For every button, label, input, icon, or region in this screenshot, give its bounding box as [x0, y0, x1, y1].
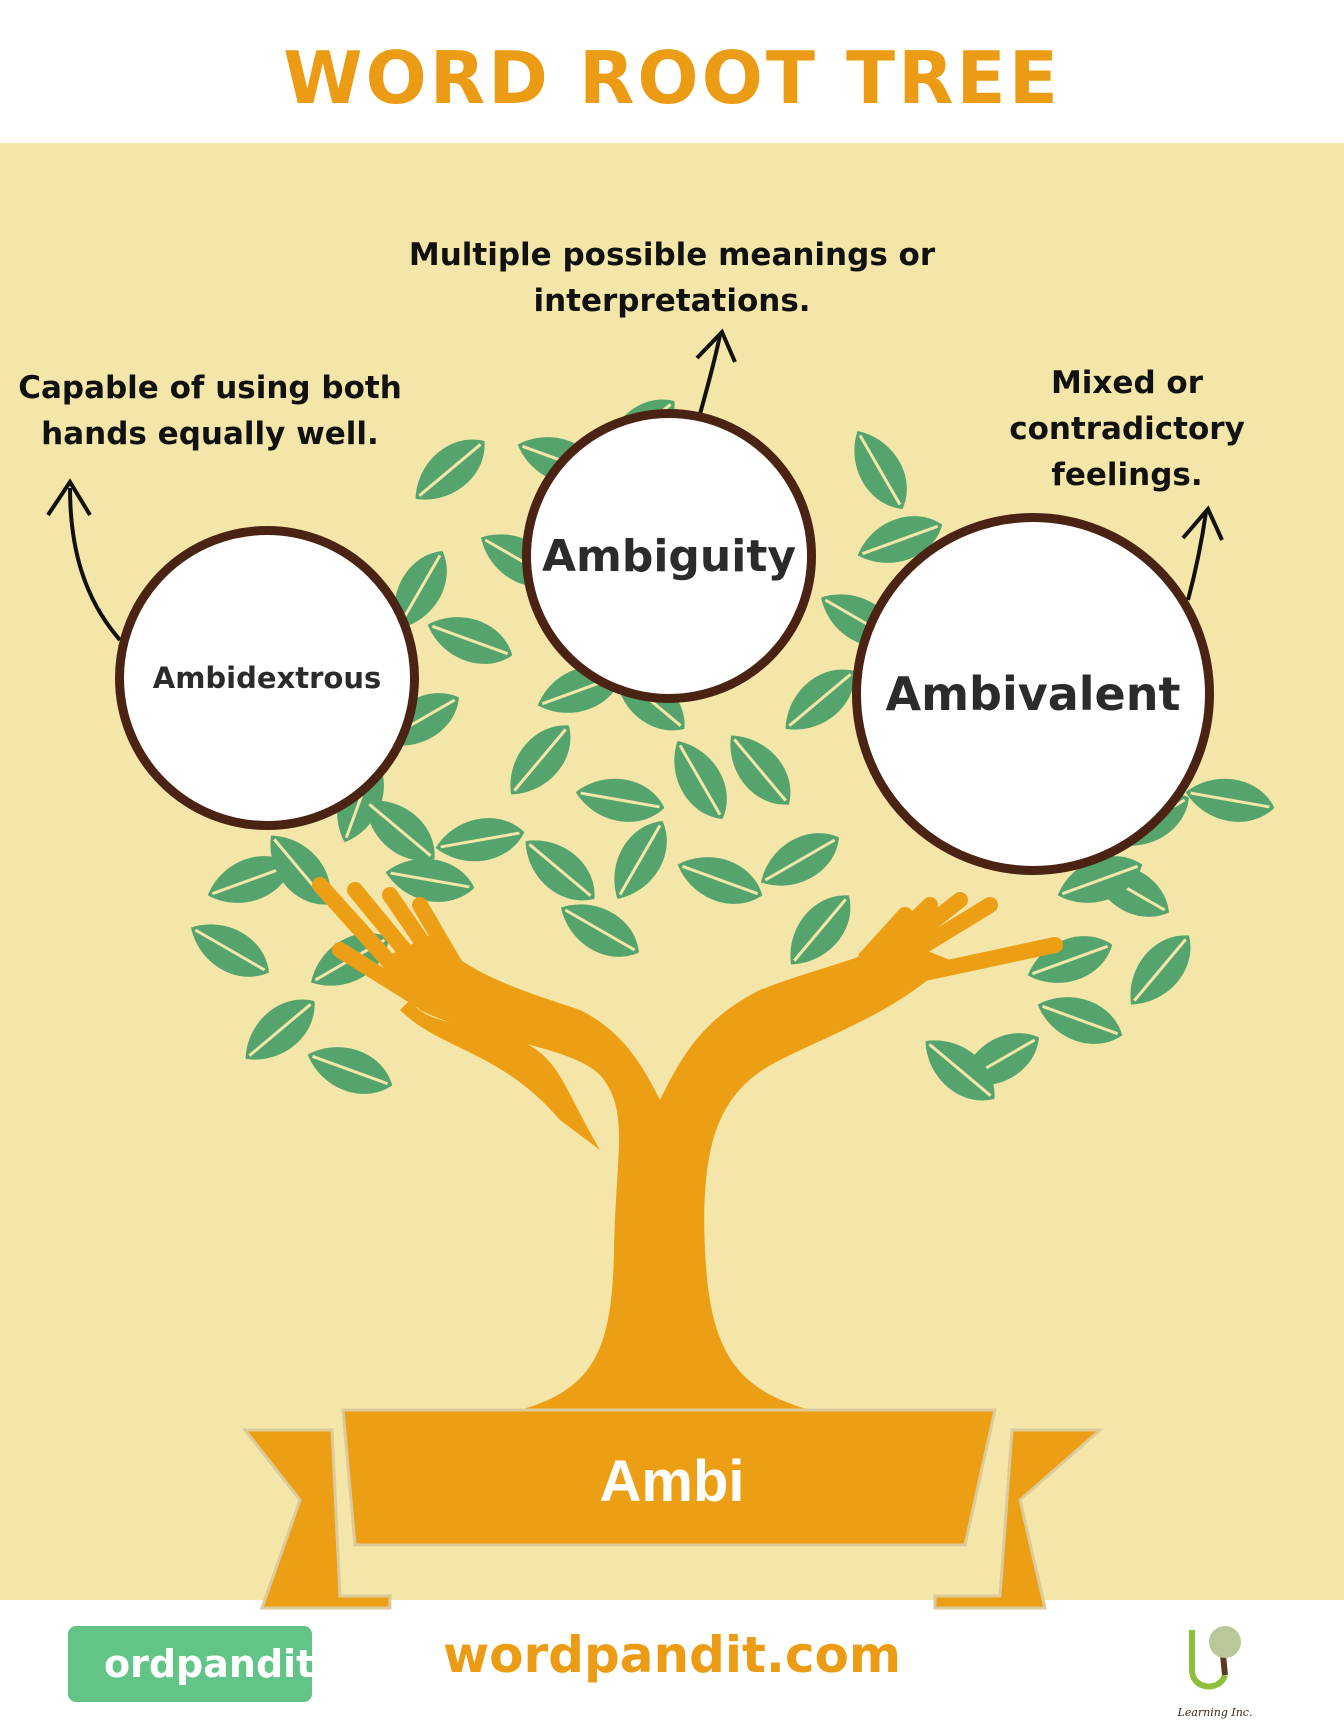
leaf-vein — [1041, 1004, 1119, 1036]
leaf-vein — [678, 744, 722, 816]
leaf-vein — [861, 524, 939, 556]
leaf-vein — [788, 673, 852, 727]
leaf-vein — [681, 864, 759, 896]
leaf-vein — [398, 554, 442, 626]
leaf-vein — [858, 434, 902, 506]
word-label: Ambiguity — [541, 530, 797, 582]
learning-inc-logo: Learning Inc. — [1170, 1620, 1260, 1720]
ribbon — [241, 1408, 1104, 1610]
word-circle-ambiguity: Ambiguity — [522, 409, 816, 703]
logo-text: ordpandit — [104, 1642, 315, 1686]
word-circle-ambidextrous: Ambidextrous — [115, 526, 419, 830]
leaf-vein — [928, 1043, 992, 1097]
leaf-vein — [211, 864, 289, 896]
root-label: Ambi — [599, 1449, 745, 1514]
leaf-vein — [418, 443, 482, 497]
leaf-vein — [528, 843, 592, 897]
leaf-vein — [564, 908, 636, 952]
leaf-vein — [1061, 864, 1139, 896]
leaf-vein — [793, 898, 847, 962]
word-label: Ambidextrous — [152, 661, 382, 695]
leaf-vein — [440, 831, 520, 849]
arrow-ambivalent — [1186, 511, 1208, 601]
wordpandit-logo[interactable]: ordpandit — [68, 1626, 315, 1702]
definition-ambivalent: Mixed or contradictory feelings. — [990, 360, 1264, 498]
definition-ambidextrous: Capable of using both hands equally well… — [0, 365, 420, 457]
leaf-vein — [618, 824, 662, 896]
leaf-vein — [580, 791, 660, 809]
leaf-vein — [431, 624, 509, 656]
leaf-vein — [1190, 791, 1270, 809]
leaf-vein — [1031, 944, 1109, 976]
word-label: Ambivalent — [885, 667, 1181, 721]
leaf-vein — [194, 928, 266, 972]
trunk — [312, 877, 1063, 1415]
definition-line: interpretations. — [533, 283, 811, 319]
leaf-vein — [513, 728, 567, 792]
arrow-head-icon — [1181, 505, 1224, 541]
leaf-vein — [248, 1003, 312, 1057]
definition-line: contradictory — [1009, 411, 1245, 447]
definition-ambiguity: Multiple possible meanings or interpreta… — [372, 232, 972, 324]
arrows — [46, 328, 1224, 642]
arrow-ambidextrous — [68, 487, 122, 642]
partner-logo-text: Learning Inc. — [1177, 1706, 1253, 1719]
leaf-vein — [1133, 938, 1187, 1002]
tree-logo-icon — [1189, 1626, 1241, 1690]
left-hand-fingers — [312, 877, 463, 1008]
definition-line: Mixed or — [1050, 365, 1204, 401]
leaf-vein — [390, 871, 470, 889]
arrow-head-icon — [695, 328, 737, 363]
leaf-vein — [733, 738, 787, 802]
definition-line: hands equally well. — [41, 416, 379, 452]
definition-line: feelings. — [1051, 457, 1203, 493]
leaf-vein — [764, 838, 836, 882]
word-circle-ambivalent: Ambivalent — [852, 513, 1214, 875]
arrow-head-icon — [46, 478, 92, 517]
arrow-ambiguity — [698, 334, 722, 415]
right-hand-fingers — [858, 892, 1063, 983]
definition-line: Multiple possible meanings or — [408, 237, 936, 273]
site-link[interactable]: wordpandit.com — [442, 1626, 902, 1684]
page-title: WORD ROOT TREE — [283, 36, 1061, 120]
definition-line: Capable of using both — [18, 370, 402, 406]
leaf-vein — [311, 1054, 389, 1086]
leaf-vein — [368, 803, 432, 857]
